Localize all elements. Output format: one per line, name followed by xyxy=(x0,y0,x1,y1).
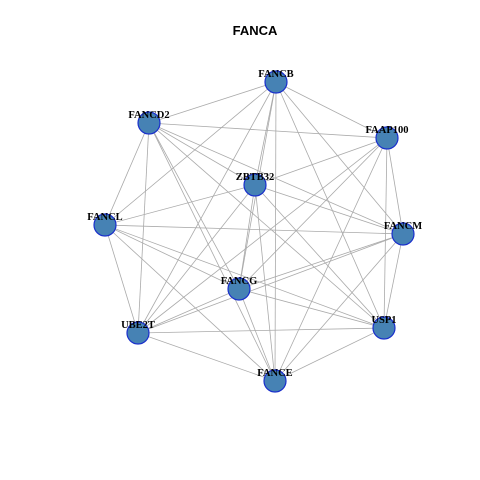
edge-fancm-fancg xyxy=(238,233,404,290)
edge-faap100-fancm xyxy=(386,137,404,235)
node-label-ube2t: UBE2T xyxy=(121,320,155,331)
edge-fancd2-faap100 xyxy=(148,122,388,139)
edge-faap100-usp1 xyxy=(383,137,388,329)
node-layer xyxy=(93,70,415,393)
node-label-fancd2: FANCD2 xyxy=(128,110,169,121)
edge-fancd2-fancm xyxy=(148,122,404,235)
edge-fancm-ube2t xyxy=(137,233,404,334)
edge-fancb-zbtb32 xyxy=(254,81,277,186)
node-fancg[interactable] xyxy=(227,277,251,301)
edge-zbtb32-fancl xyxy=(104,184,256,226)
node-faap100[interactable] xyxy=(375,126,399,150)
edge-fancm-usp1 xyxy=(383,233,404,329)
edge-fancb-faap100 xyxy=(275,81,388,139)
edge-fancb-fance xyxy=(274,81,277,382)
node-label-fance: FANCE xyxy=(257,368,292,379)
edge-zbtb32-usp1 xyxy=(254,184,385,329)
diagram-title: FANCA xyxy=(233,23,278,38)
edge-fancg-ube2t xyxy=(137,288,240,334)
edge-fancd2-fancl xyxy=(104,122,150,226)
edge-faap100-fance xyxy=(274,137,388,382)
node-usp1[interactable] xyxy=(372,316,396,340)
edge-fancl-fance xyxy=(104,224,276,382)
edge-fancd2-fance xyxy=(148,122,276,382)
node-label-fancm: FANCM xyxy=(384,221,422,232)
edge-fancl-fancm xyxy=(104,224,404,235)
edge-fancd2-zbtb32 xyxy=(148,122,256,186)
edge-zbtb32-fance xyxy=(254,184,276,382)
edge-fancl-fancg xyxy=(104,224,240,290)
node-label-fancb: FANCB xyxy=(258,69,293,80)
edge-faap100-zbtb32 xyxy=(254,137,388,186)
edge-fancg-usp1 xyxy=(238,288,385,329)
edge-usp1-fance xyxy=(274,327,385,382)
edge-fancd2-ube2t xyxy=(137,122,150,334)
edge-fancl-usp1 xyxy=(104,224,385,329)
edge-faap100-ube2t xyxy=(137,137,388,334)
edge-zbtb32-fancg xyxy=(238,184,256,290)
node-label-fancl: FANCL xyxy=(87,212,122,223)
edge-fancb-fancl xyxy=(104,81,277,226)
node-label-zbtb32: ZBTB32 xyxy=(236,172,275,183)
edge-usp1-ube2t xyxy=(137,327,385,334)
edge-zbtb32-fancm xyxy=(254,184,404,235)
node-label-fancg: FANCG xyxy=(221,276,258,287)
node-label-usp1: USP1 xyxy=(371,315,396,326)
node-fancl[interactable] xyxy=(93,213,117,237)
node-zbtb32[interactable] xyxy=(243,173,267,197)
edge-fancd2-usp1 xyxy=(148,122,385,329)
edge-ube2t-fance xyxy=(137,332,276,382)
edge-layer xyxy=(104,81,404,382)
edge-fancb-fancm xyxy=(275,81,404,235)
node-fance[interactable] xyxy=(263,369,287,393)
node-fancb[interactable] xyxy=(264,70,288,94)
node-ube2t[interactable] xyxy=(126,321,150,345)
node-fancd2[interactable] xyxy=(137,111,161,135)
node-fancm[interactable] xyxy=(391,222,415,246)
node-label-faap100: FAAP100 xyxy=(366,125,409,136)
edge-fancb-fancd2 xyxy=(148,81,277,124)
edge-fancd2-fancg xyxy=(148,122,240,290)
edge-fancm-fance xyxy=(274,233,404,382)
edge-faap100-fancg xyxy=(238,137,388,290)
edge-fancl-ube2t xyxy=(104,224,139,334)
edge-fancb-ube2t xyxy=(137,81,277,334)
edge-fancg-fance xyxy=(238,288,276,382)
edge-fancb-usp1 xyxy=(275,81,385,329)
